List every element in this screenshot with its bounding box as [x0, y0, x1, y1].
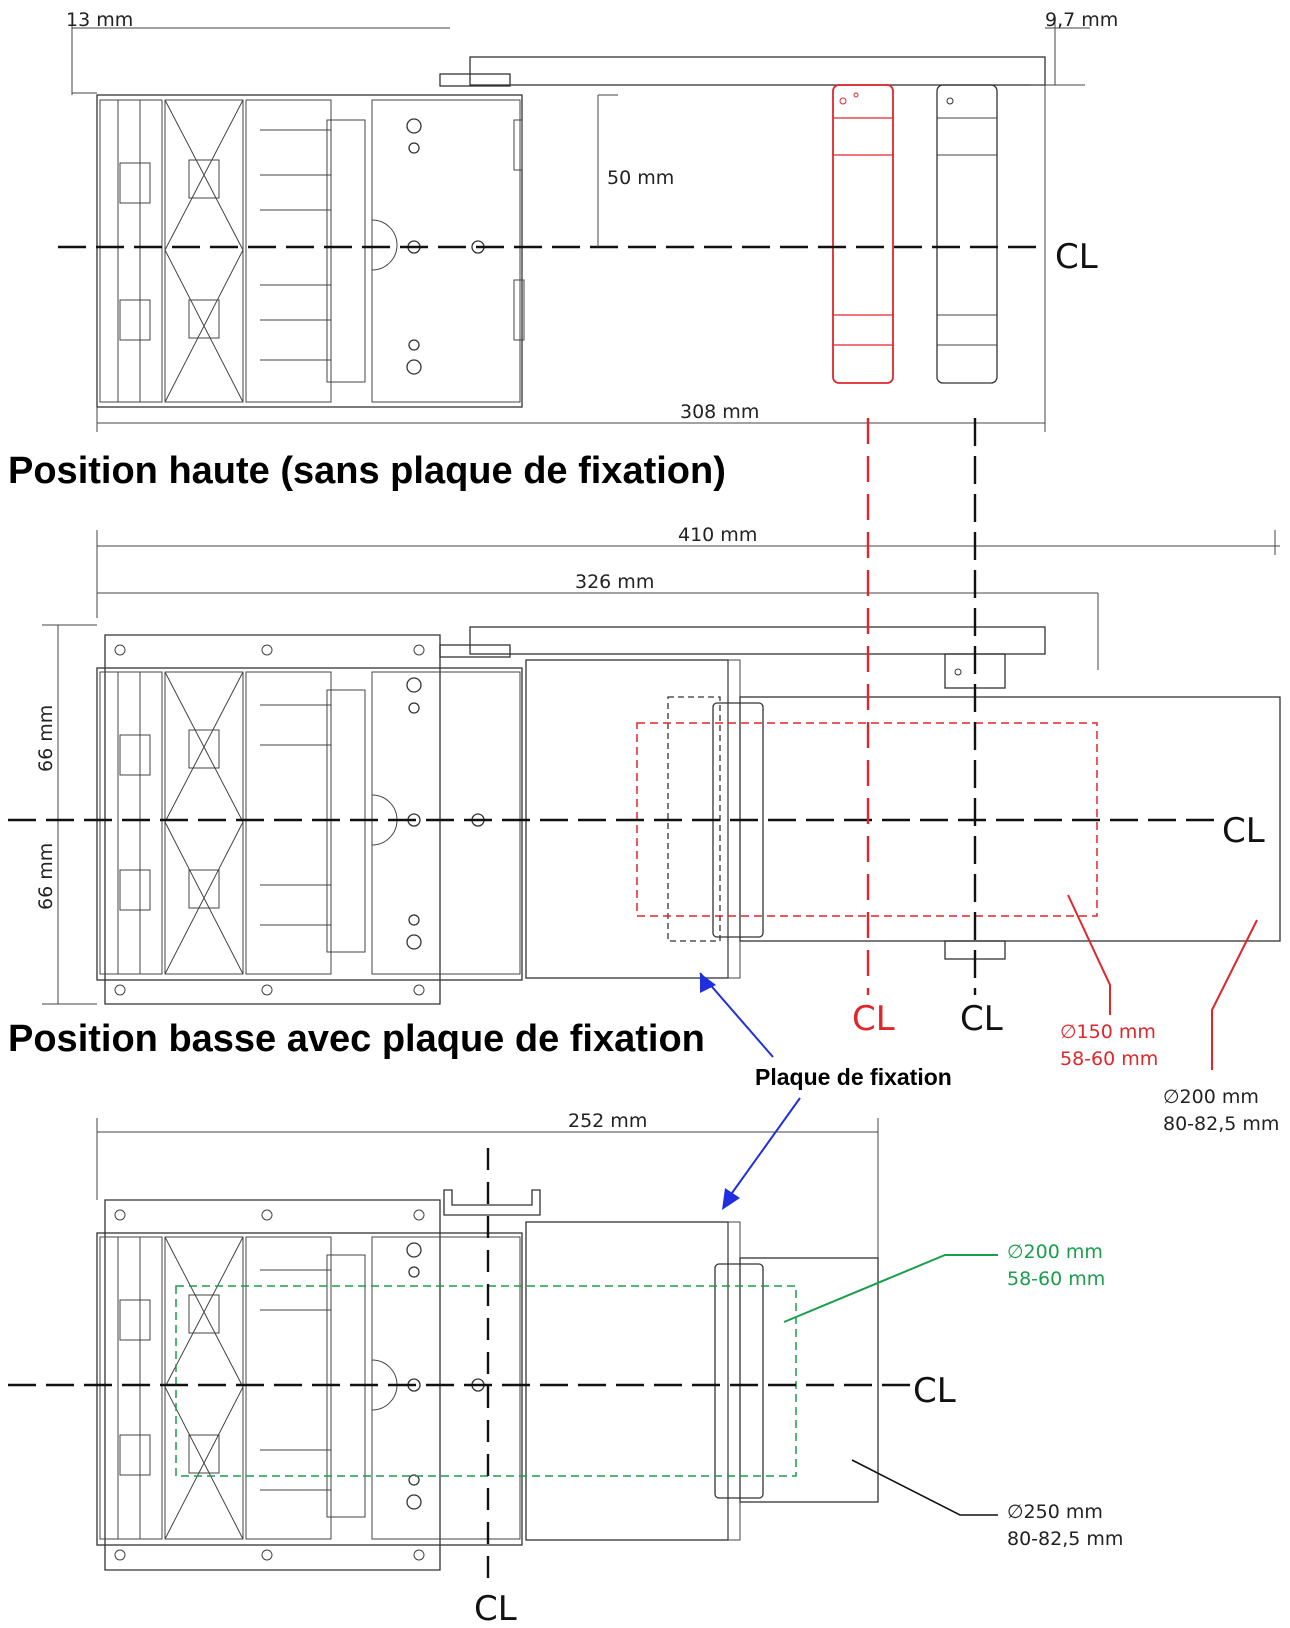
- top-printer-body: [96, 94, 523, 408]
- dim-top-right-offset: 9,7 mm: [1045, 9, 1118, 31]
- bottom-view: 252 mm: [8, 1110, 1123, 1590]
- top-red-roll: [832, 84, 894, 384]
- dim-top-left-offset: 13 mm: [66, 9, 133, 31]
- plaque-label: Plaque de fixation: [755, 1064, 952, 1090]
- top-bracket-tab: [439, 73, 511, 87]
- top-bracket-arm: [469, 56, 1046, 86]
- cl-symbol-red: CL: [852, 999, 895, 1039]
- top-mechanism: [371, 99, 521, 403]
- section-title-top: Position haute (sans plaque de fixation): [8, 450, 726, 492]
- dim-mid-upper-half: 66 mm: [35, 705, 57, 772]
- section-title-middle: Position basse avec plaque de fixation: [8, 1018, 705, 1060]
- bottom-mounting-plate: [525, 1221, 729, 1541]
- dim-top-width: 308 mm: [680, 401, 759, 423]
- dim-bottom-width: 252 mm: [568, 1110, 647, 1132]
- red-roll-width: 58-60 mm: [1060, 1048, 1158, 1070]
- bottom-green-roll-outline: [175, 1285, 797, 1477]
- bottom-bracket: [443, 1189, 541, 1216]
- bottom-base-plate: [104, 1199, 441, 1571]
- mid-printer-body: [96, 667, 523, 981]
- green-roll-width: 58-60 mm: [1007, 1268, 1105, 1290]
- dim-mid-plate: 326 mm: [575, 571, 654, 593]
- black-roll-width: 80-82,5 mm: [1163, 1113, 1279, 1135]
- bottom-roll-diameter: ∅250 mm: [1007, 1501, 1103, 1523]
- cl-symbol-mid: CL: [1222, 811, 1265, 851]
- centerline-symbols: CL CL CL CL CL CL: [474, 237, 1265, 1628]
- bottom-roll-core: [714, 1263, 764, 1499]
- plaque-arrow-down: [726, 1097, 801, 1201]
- mid-bracket-arm: [469, 626, 1046, 655]
- top-view: 13 mm 9,7 mm 50 mm 308 mm Position haute…: [8, 9, 1118, 492]
- top-rails: [245, 99, 332, 403]
- plaque-arrow-up: [699, 972, 774, 1058]
- mid-base-plate: [104, 634, 441, 1005]
- top-lattice-block: [164, 99, 244, 403]
- cl-symbol-black: CL: [960, 999, 1003, 1039]
- top-black-roll: [936, 84, 998, 384]
- cl-symbol-top: CL: [1055, 237, 1098, 277]
- black-roll-diameter: ∅200 mm: [1163, 1086, 1259, 1108]
- dim-top-vertical: 50 mm: [607, 167, 674, 189]
- green-roll-diameter: ∅200 mm: [1007, 1241, 1103, 1263]
- bottom-printer-body: [96, 1232, 523, 1546]
- red-roll-diameter: ∅150 mm: [1060, 1021, 1156, 1043]
- bottom-roll-width: 80-82,5 mm: [1007, 1528, 1123, 1550]
- dim-mid-overall: 410 mm: [678, 524, 757, 546]
- cl-symbol-bottom-v: CL: [474, 1589, 517, 1628]
- middle-view: 410 mm 326 mm 66 mm 66 mm: [8, 418, 1281, 1070]
- bottom-roll-outline: [739, 1257, 879, 1503]
- top-roller-block: [99, 99, 163, 403]
- dim-mid-lower-half: 66 mm: [35, 843, 57, 910]
- cl-symbol-bottom-h: CL: [913, 1371, 956, 1411]
